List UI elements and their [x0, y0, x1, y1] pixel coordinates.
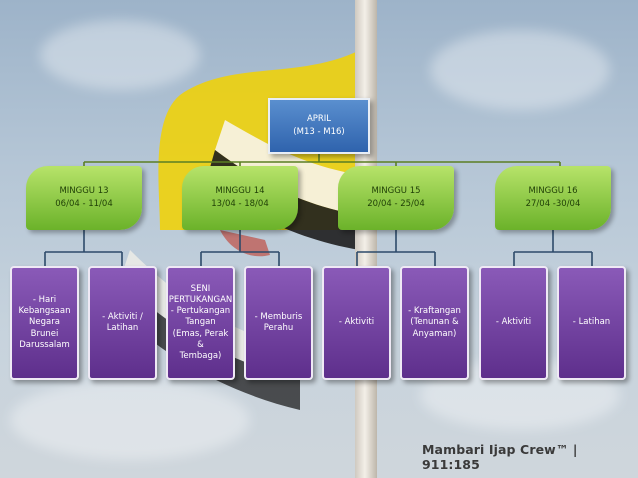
activity-line: Latihan [106, 323, 139, 333]
root-title: APRIL [306, 114, 332, 125]
week-node-13: MINGGU 13 06/04 - 11/04 [26, 166, 142, 230]
activity-line: (Emas, Perak & [172, 328, 229, 350]
week-title: MINGGU 16 [528, 186, 578, 197]
activity-line: - Memburis [254, 311, 303, 322]
cloud [40, 20, 200, 90]
activity-hari-kebangsaan: - Hari Kebangsaan Negara Brunei Darussal… [10, 266, 79, 380]
activity-line: - Aktiviti [338, 317, 375, 328]
activity-line: Perahu [263, 323, 294, 333]
week-dates: 20/04 - 25/04 [367, 199, 425, 209]
week-node-15: MINGGU 15 20/04 - 25/04 [338, 166, 454, 230]
watermark-text: Mambari Ijap Crew™ | 911:185 [422, 442, 578, 472]
week-title: MINGGU 14 [215, 186, 265, 197]
activity-kraftangan: - Kraftangan (Tenunan & Anyaman) [400, 266, 469, 380]
activity-aktiviti-latihan: - Aktiviti / Latihan [88, 266, 157, 380]
activity-line: Negara Brunei [29, 317, 60, 339]
cloud [10, 380, 250, 460]
week-dates: 27/04 -30/04 [525, 199, 581, 209]
activity-line: Tangan [185, 317, 216, 328]
activity-line: Tembaga) [179, 350, 222, 361]
activity-line: (Tenunan & [410, 317, 459, 328]
week-node-14: MINGGU 14 13/04 - 18/04 [182, 166, 298, 230]
activity-line: SENI [190, 284, 211, 295]
activity-memburis-perahu: - Memburis Perahu [244, 266, 313, 380]
week-node-16: MINGGU 16 27/04 -30/04 [495, 166, 611, 230]
week-dates: 13/04 - 18/04 [211, 199, 269, 209]
activity-line: - Kraftangan [408, 306, 461, 317]
activity-line: Darussalam [19, 339, 70, 350]
activity-line: Kebangsaan [18, 306, 71, 317]
cloud [430, 30, 610, 110]
activity-seni-pertukangan: SENI PERTUKANGAN - Pertukangan Tangan (E… [166, 266, 235, 380]
activity-latihan: - Latihan [557, 266, 626, 380]
activity-line: - Latihan [572, 317, 611, 328]
activity-line: - Pertukangan [170, 306, 231, 317]
activity-line: Anyaman) [412, 328, 457, 339]
week-dates: 06/04 - 11/04 [55, 199, 113, 209]
root-node-april: APRIL (M13 - M16) [268, 98, 370, 154]
activity-aktiviti: - Aktiviti [322, 266, 391, 380]
week-title: MINGGU 15 [371, 186, 421, 197]
activity-line: - Hari [32, 295, 57, 306]
activity-aktiviti-2: - Aktiviti [479, 266, 548, 380]
activity-line: - Aktiviti [495, 317, 532, 328]
week-title: MINGGU 13 [59, 186, 109, 197]
activity-line: - Aktiviti / [102, 311, 143, 322]
root-subtitle: (M13 - M16) [293, 127, 345, 137]
activity-line: PERTUKANGAN [168, 295, 233, 306]
